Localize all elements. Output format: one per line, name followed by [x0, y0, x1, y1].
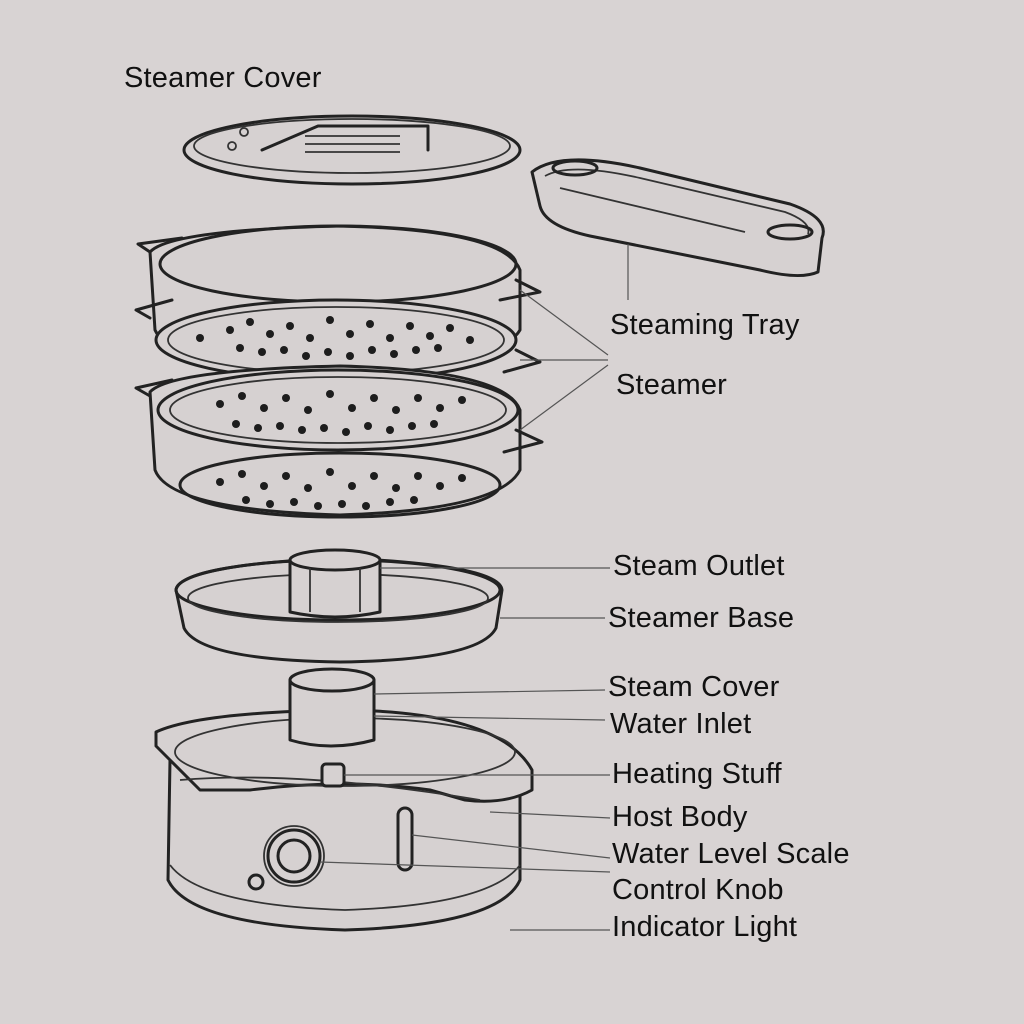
label-water-level-scale: Water Level Scale [612, 838, 850, 870]
label-steam-cover: Steam Cover [608, 671, 780, 703]
label-steam-outlet: Steam Outlet [613, 550, 785, 582]
upper-steamer-holes [196, 316, 474, 360]
lower-steamer-holes [216, 468, 466, 510]
leader-lines [319, 244, 629, 931]
middle-steamer-holes [216, 390, 466, 436]
label-steamer: Steamer [616, 369, 727, 401]
label-indicator-light: Indicator Light [612, 911, 798, 943]
steaming-tray-part [530, 158, 825, 277]
steamer-cover-part [182, 114, 522, 186]
steam-outlet-part [288, 548, 382, 619]
label-heating-stuff: Heating Stuff [612, 758, 782, 790]
steamer-base-part [174, 548, 504, 664]
label-steamer-cover: Steamer Cover [124, 62, 322, 94]
water-level-scale-part [396, 806, 414, 872]
steam-cover-part [288, 667, 376, 748]
label-host-body: Host Body [612, 801, 748, 833]
indicator-light-part [247, 873, 265, 891]
label-water-inlet: Water Inlet [610, 708, 752, 740]
host-body-part [154, 667, 534, 932]
label-steamer-base: Steamer Base [608, 602, 795, 634]
steamer-part [134, 224, 544, 519]
label-steaming-tray: Steaming Tray [610, 309, 800, 341]
control-knob-part [263, 825, 325, 887]
label-control-knob: Control Knob [612, 874, 784, 906]
